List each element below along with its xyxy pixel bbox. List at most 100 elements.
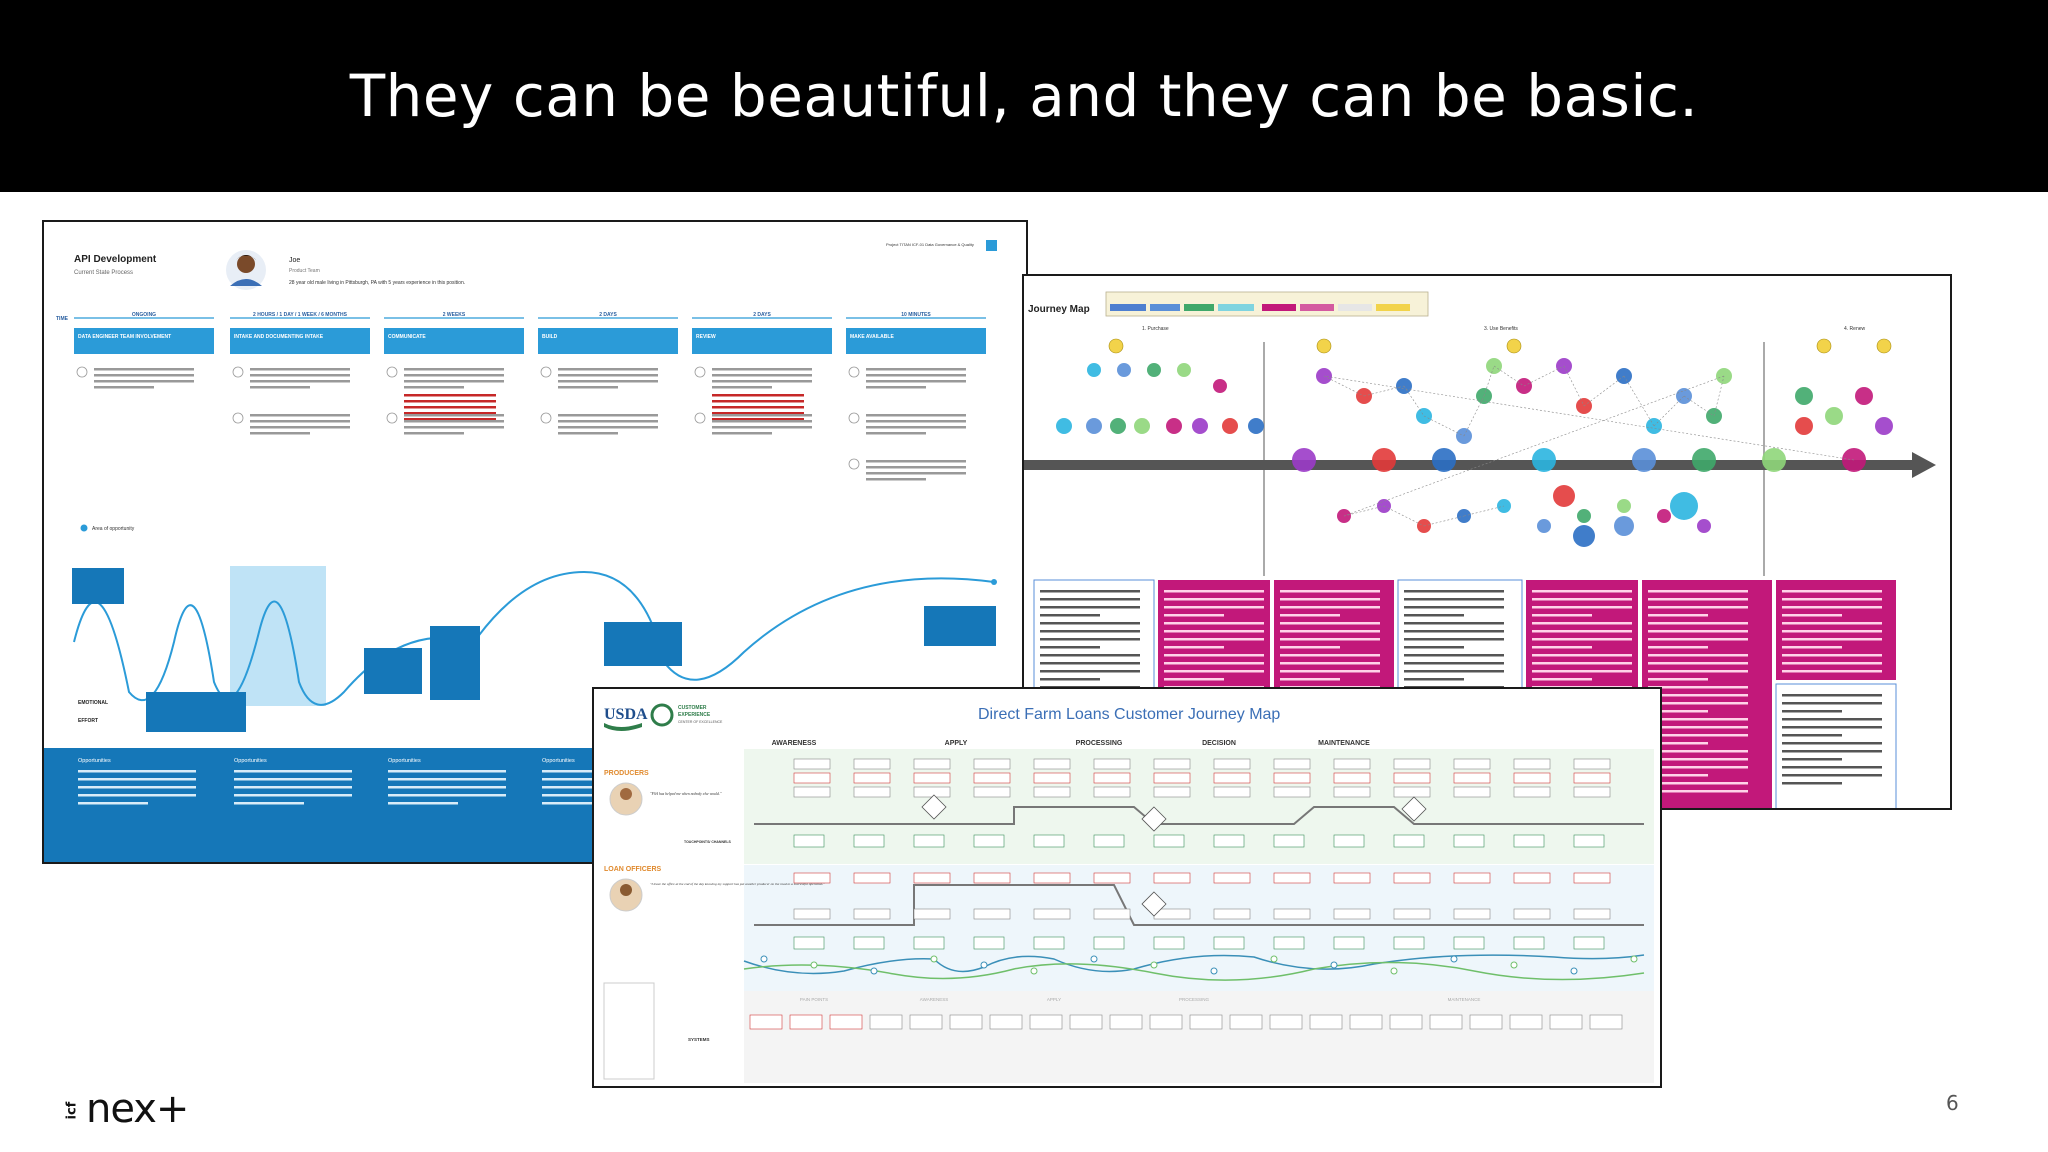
touchpoint-card (1453, 936, 1485, 950)
step-text-line (250, 414, 350, 417)
panel-text-line (1648, 606, 1748, 609)
panel-text-line (1164, 662, 1264, 665)
panel-text-line (1404, 606, 1504, 609)
emotional-curve (73, 570, 995, 706)
officer-photo-face (620, 884, 632, 896)
step-number (848, 366, 860, 378)
opportunity-text-line (234, 770, 352, 773)
usda-journey-map-image: USDA CUSTOMER EXPERIENCE CENTER OF EXCEL… (592, 687, 1662, 1088)
system-card (1509, 1014, 1543, 1030)
system-card (1589, 1014, 1623, 1030)
step-text-line (250, 368, 350, 371)
touchpoint-card (1213, 834, 1245, 848)
panel-text-line (1164, 678, 1224, 681)
step-card (1033, 872, 1071, 884)
cx-logo-line3: CENTER OF EXCELLENCE (678, 720, 723, 724)
usda-stage-label: PROCESSING (1076, 740, 1123, 747)
journey-arrow (1024, 460, 1914, 470)
journey-node (1697, 519, 1711, 533)
step-card (1513, 772, 1551, 784)
step-text-line (866, 368, 966, 371)
step-number (232, 412, 244, 424)
step-card (1273, 908, 1311, 920)
panel-text-line (1648, 710, 1708, 713)
step-text-line (866, 380, 966, 383)
opportunity-text-line (388, 786, 506, 789)
emotion-note (924, 606, 996, 646)
journey-node (1577, 509, 1591, 523)
cx-logo-icon (650, 703, 674, 727)
touchpoint-card (973, 936, 1005, 950)
touchpoint-card (1393, 834, 1425, 848)
step-text-line (712, 374, 812, 377)
usda-legend (603, 982, 655, 1080)
panel-text-line (1280, 598, 1380, 601)
step-card (793, 786, 831, 798)
step-number (540, 412, 552, 424)
phase-label: REVIEW (696, 334, 716, 340)
emotion-face-icon (1876, 338, 1892, 354)
panel-text-line (1040, 590, 1140, 593)
panel-text-line (1782, 630, 1882, 633)
system-card (989, 1014, 1023, 1030)
step-text-line (250, 432, 310, 435)
panel-text-line (1648, 670, 1748, 673)
duration-label: ONGOING (132, 312, 156, 318)
usda-stage-label: AWARENESS (772, 740, 817, 747)
journey-node (1056, 418, 1072, 434)
step-text-line (404, 374, 504, 377)
step-card (1573, 908, 1611, 920)
area-opportunity-label: Area of opportunity (92, 526, 135, 532)
systems-tag: AWARENESS (920, 997, 948, 1002)
journey-node (1532, 448, 1556, 472)
panel-text-line (1648, 734, 1748, 737)
systems-row-bg (744, 991, 1654, 1083)
step-text-line (712, 368, 812, 371)
duration-label: 10 MINUTES (901, 312, 931, 318)
step-text-line (250, 386, 310, 389)
journey-node (1166, 418, 1182, 434)
usda-stage-label: MAINTENANCE (1318, 740, 1370, 747)
step-quote-line (404, 394, 496, 397)
panel-text-line (1040, 614, 1100, 617)
emotion-note (72, 568, 124, 604)
panel-text-line (1040, 654, 1140, 657)
journey-node (1617, 499, 1631, 513)
persona-role: Product Team (289, 268, 320, 274)
panel-text-line (1404, 670, 1504, 673)
touchpoint-card (793, 936, 825, 950)
node-connector (1343, 505, 1385, 517)
panel-text-line (1280, 662, 1380, 665)
step-card (1573, 872, 1611, 884)
usda-stage-label: DECISION (1202, 740, 1236, 747)
node-connector (1323, 375, 1365, 397)
system-card (869, 1014, 903, 1030)
step-text-line (558, 420, 658, 423)
panel-text-line (1040, 662, 1140, 665)
step-text-line (558, 386, 618, 389)
step-card (1033, 908, 1071, 920)
system-card (1349, 1014, 1383, 1030)
step-text-line (404, 432, 464, 435)
step-card (1093, 908, 1131, 920)
officer-flow-line (754, 884, 1644, 926)
step-cards (793, 758, 1611, 950)
step-card (1213, 908, 1251, 920)
panel-text-line (1040, 646, 1100, 649)
journey-node (1537, 519, 1551, 533)
slide-title: They can be beautiful, and they can be b… (349, 62, 1699, 130)
panel-text-line (1782, 718, 1882, 721)
title-banner: They can be beautiful, and they can be b… (0, 0, 2048, 192)
step-card (913, 908, 951, 920)
decision-diamond (1141, 891, 1167, 917)
systems-tag: APPLY (1047, 997, 1061, 1002)
touchpoint-card (1213, 936, 1245, 950)
journey-node (1086, 418, 1102, 434)
panel-text-line (1782, 742, 1882, 745)
journey-node (1177, 363, 1191, 377)
touchpoint-card (1273, 936, 1305, 950)
touchpoint-card (1393, 936, 1425, 950)
step-card (913, 758, 951, 770)
time-label: TIME (56, 316, 69, 322)
